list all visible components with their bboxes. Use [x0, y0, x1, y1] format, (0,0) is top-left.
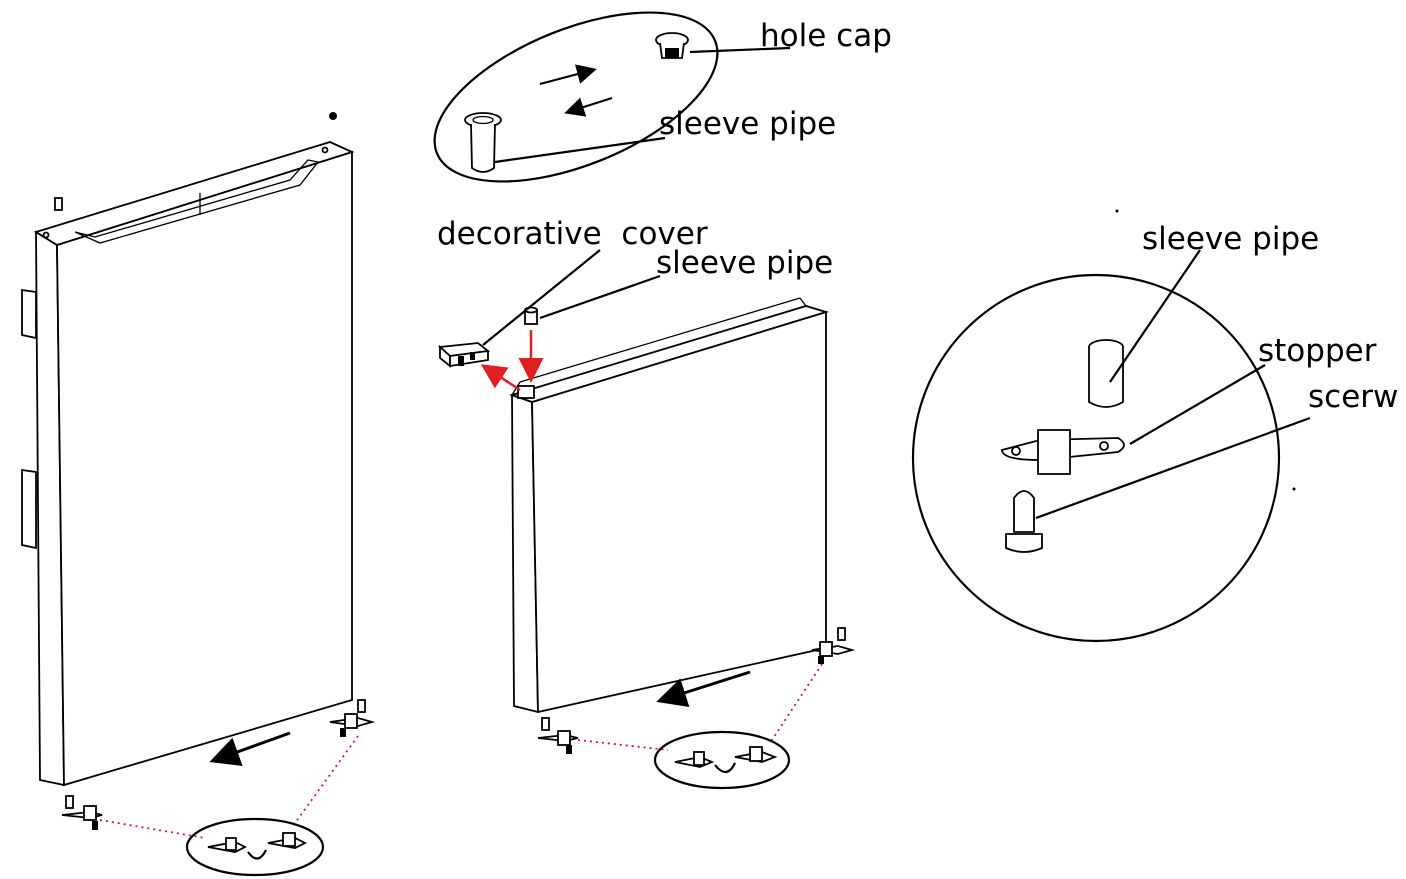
sleeve-pipe-part-right [1088, 339, 1124, 408]
sleeve-pipe-part-mid [524, 306, 538, 325]
left-door-hinge-parts [61, 699, 376, 877]
label-decorative-cover: decorative cover [437, 216, 708, 252]
middle-door [509, 297, 830, 714]
label-stopper: stopper [1258, 333, 1377, 369]
right-detail [911, 209, 1311, 643]
middle-detail-ellipse [653, 730, 791, 790]
label-sleeve-pipe-right: sleeve pipe [1142, 221, 1319, 257]
label-hole-cap: hole cap [760, 18, 892, 54]
hinge-left-bottom [61, 795, 103, 830]
middle-top-parts [437, 249, 661, 392]
label-sleeve-pipe-top: sleeve pipe [659, 106, 836, 142]
sleeve-pipe-part-top [464, 112, 502, 173]
decorative-cover-part [437, 342, 491, 368]
left-detail-ellipse [185, 817, 325, 877]
screw-part [1005, 490, 1043, 553]
left-door [21, 112, 355, 787]
label-scerw: scerw [1308, 379, 1398, 415]
top-detail [433, 11, 791, 183]
hinge-right-bottom [329, 699, 376, 737]
middle-detail-hinge [674, 746, 778, 774]
hinge-middle-left [537, 717, 579, 754]
stopper-part [1001, 429, 1125, 475]
middle-door-hinge-parts [537, 627, 856, 790]
left-detail-hinge [207, 832, 308, 860]
top-detail-ellipse [433, 11, 719, 183]
right-detail-circle [911, 273, 1281, 643]
hole-cap-part [655, 32, 689, 59]
hinge-middle-right [811, 627, 856, 664]
label-sleeve-pipe-mid: sleeve pipe [656, 245, 833, 281]
